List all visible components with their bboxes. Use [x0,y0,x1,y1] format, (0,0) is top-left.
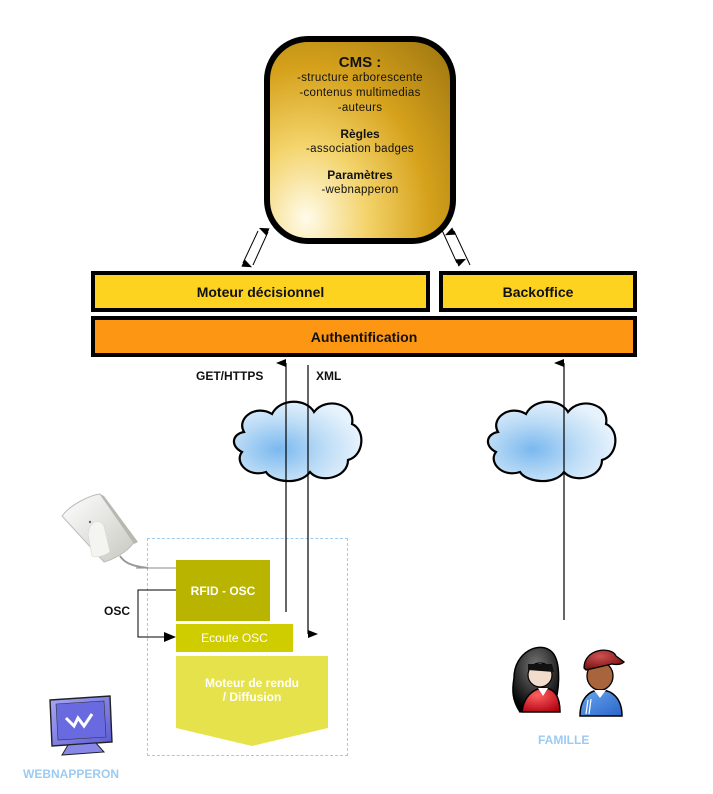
rfid-reader-icon [61,493,149,569]
render-engine-label-line2: / Diffusion [222,690,282,704]
response-protocol-label: XML [316,369,342,383]
render-engine-shape [176,656,328,746]
cloud-icon [486,400,617,483]
cms-title: CMS : [338,54,382,71]
osc-label: OSC [104,604,131,618]
authentication-bar: Authentification [91,316,637,357]
rfid-osc-label: RFID - OSC [190,583,256,598]
osc-loop-arrow [137,589,176,642]
cloud-icon [232,400,363,483]
rules-item: -association badges [306,143,414,155]
params-item: -webnapperon [321,184,399,196]
family-caption: FAMILLE [538,733,590,747]
cms-box: CMS : -structure arborescente -contenus … [264,36,456,244]
cms-backoffice-arrows [440,227,471,267]
osc-listener-block: Ecoute OSC [176,624,293,652]
rfid-osc-block: RFID - OSC [176,560,270,621]
webnapperon-caption: WEBNAPPERON [23,767,120,781]
cms-item: -structure arborescente [297,72,423,84]
cms-item: -auteurs [337,102,383,114]
webnapperon-container [147,538,348,756]
backoffice-bar: Backoffice [439,271,637,312]
render-engine-label-line1: Moteur de rendu [204,676,299,690]
decision-engine-bar: Moteur décisionnel [91,271,430,312]
cms-decision-arrows [241,227,270,268]
rules-title: Règles [340,127,380,141]
decision-engine-label: Moteur décisionnel [196,283,325,300]
render-engine-label: Moteur de rendu / Diffusion [176,676,328,704]
people-icon [512,646,625,717]
request-protocol-label: GET/HTTPS [196,369,264,383]
backoffice-label: Backoffice [502,283,574,300]
cms-item: -contenus multimedias [299,87,421,99]
osc-listener-label: Ecoute OSC [201,631,268,645]
monitor-icon [49,695,113,756]
params-title: Paramètres [327,168,393,182]
authentication-label: Authentification [310,328,418,345]
